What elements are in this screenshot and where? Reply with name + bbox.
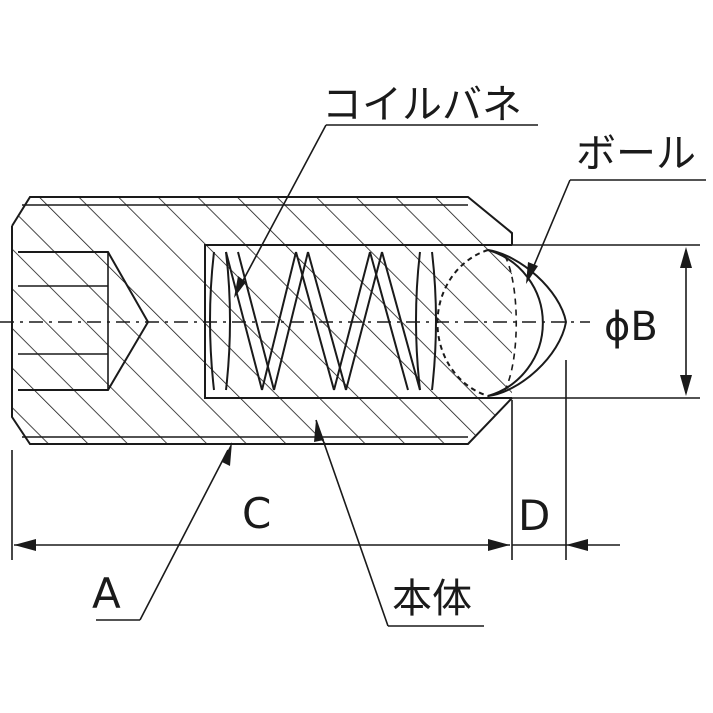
leader-body: 本体	[314, 419, 484, 627]
leader-ball: ボール	[526, 131, 706, 284]
coil-spring	[209, 251, 437, 391]
ball-label: ボール	[576, 131, 696, 177]
leader-a: A	[92, 442, 232, 621]
coil-spring-label: コイルバネ	[322, 82, 522, 128]
ball	[436, 249, 568, 397]
dim-c-label: C	[242, 489, 271, 538]
dimension-c-d: C D	[11, 360, 620, 560]
body-label: 本体	[392, 576, 472, 622]
dim-a-label: A	[92, 569, 121, 618]
diameter-b-label: ϕB	[604, 304, 658, 350]
body-section	[11, 196, 513, 445]
leader-coil-spring: コイルバネ	[234, 82, 538, 298]
dimension-b: ϕB	[512, 244, 700, 399]
dim-d-label: D	[518, 491, 550, 540]
